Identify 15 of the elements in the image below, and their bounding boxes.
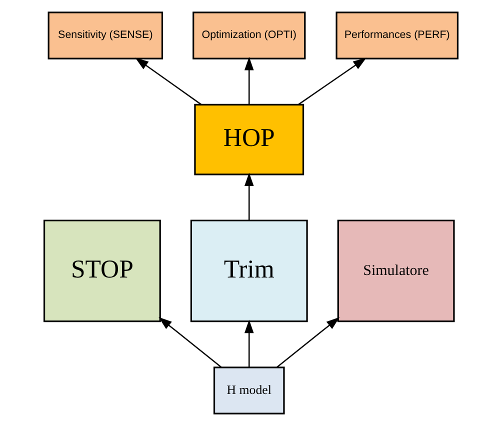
arrow <box>276 317 340 368</box>
node-box: STOP <box>43 220 161 322</box>
node-box: Optimization (OPTI) <box>192 12 306 60</box>
node-box: HOP <box>194 104 304 176</box>
arrow <box>298 58 366 106</box>
arrow <box>244 172 254 220</box>
node-box: H model <box>213 366 285 414</box>
node-box: Trim <box>190 220 308 322</box>
arrow <box>244 320 254 368</box>
arrow <box>158 317 222 368</box>
arrow <box>244 56 254 105</box>
node-box: Performances (PERF) <box>336 12 459 60</box>
node-box: Simulatore <box>337 220 455 322</box>
arrow <box>135 58 202 106</box>
node-box: Sensitivity (SENSE) <box>48 12 164 60</box>
